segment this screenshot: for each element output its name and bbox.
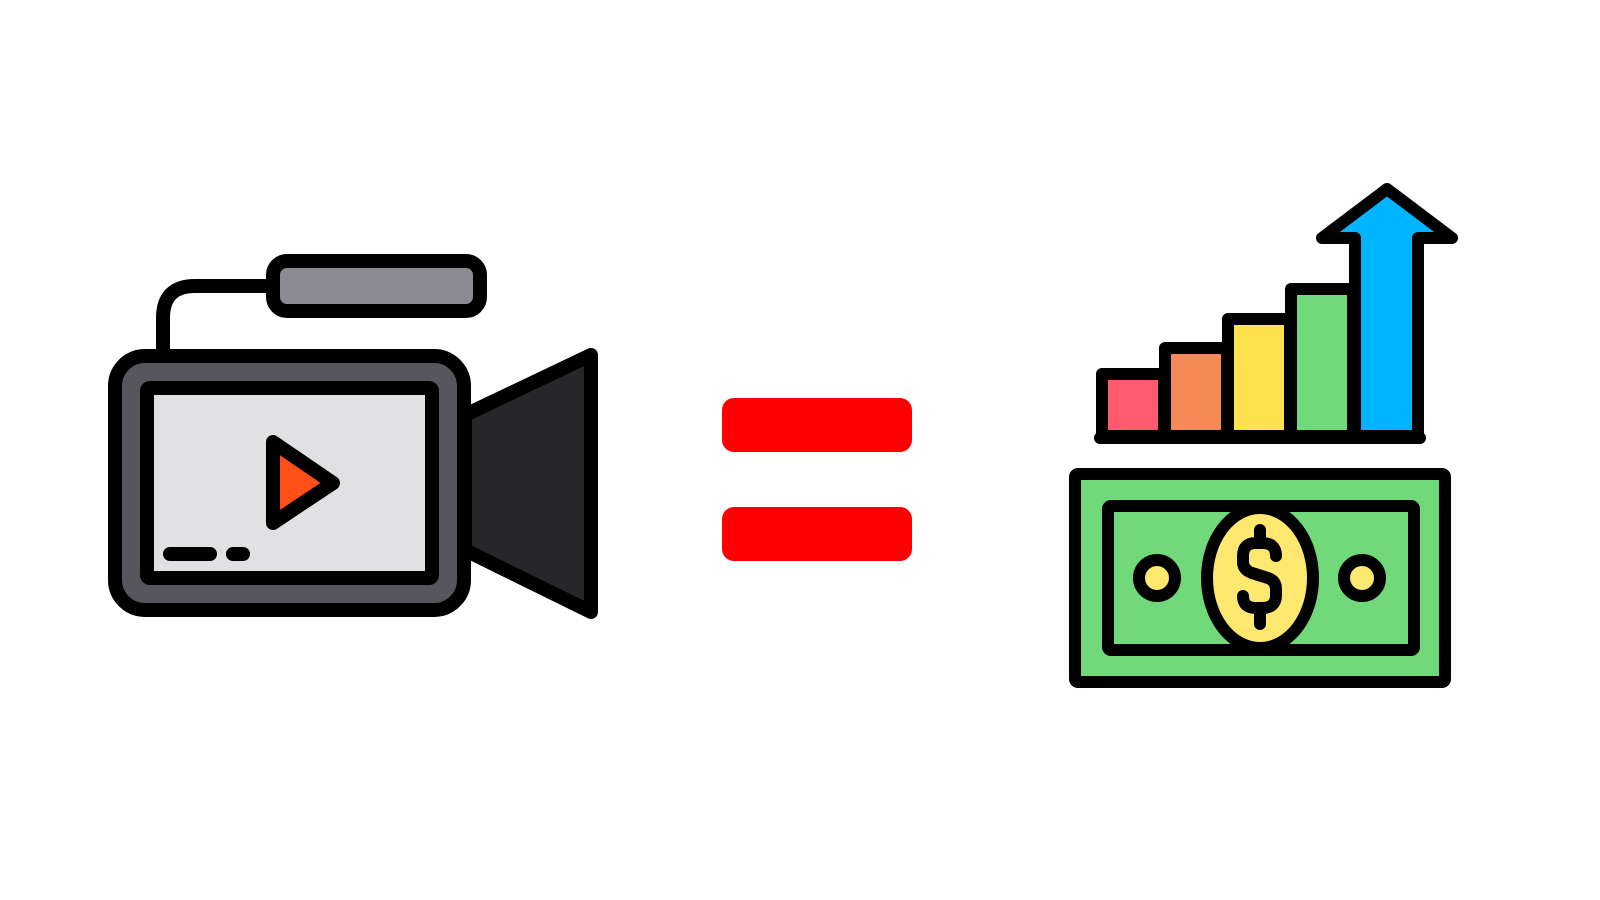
arrow-up-icon <box>1316 183 1458 442</box>
bar-yellow <box>1222 313 1296 442</box>
dollar-icon <box>1237 524 1282 630</box>
camera-handle <box>266 254 487 318</box>
growth-chart-icon <box>1094 183 1458 444</box>
video-camera-icon <box>108 254 598 619</box>
bar-orange <box>1159 342 1233 442</box>
equals-bar-top <box>722 398 912 452</box>
bill-circle-right <box>1338 554 1386 602</box>
equals-bar-bottom <box>722 507 912 561</box>
money-bill-icon <box>1069 468 1451 688</box>
camera-cable <box>156 279 275 359</box>
camera-lens <box>458 348 598 619</box>
bill-circle-left <box>1133 554 1181 602</box>
bar-green <box>1285 283 1359 442</box>
bar-red <box>1096 368 1170 442</box>
equals-sign <box>722 398 912 561</box>
play-icon <box>266 435 340 530</box>
